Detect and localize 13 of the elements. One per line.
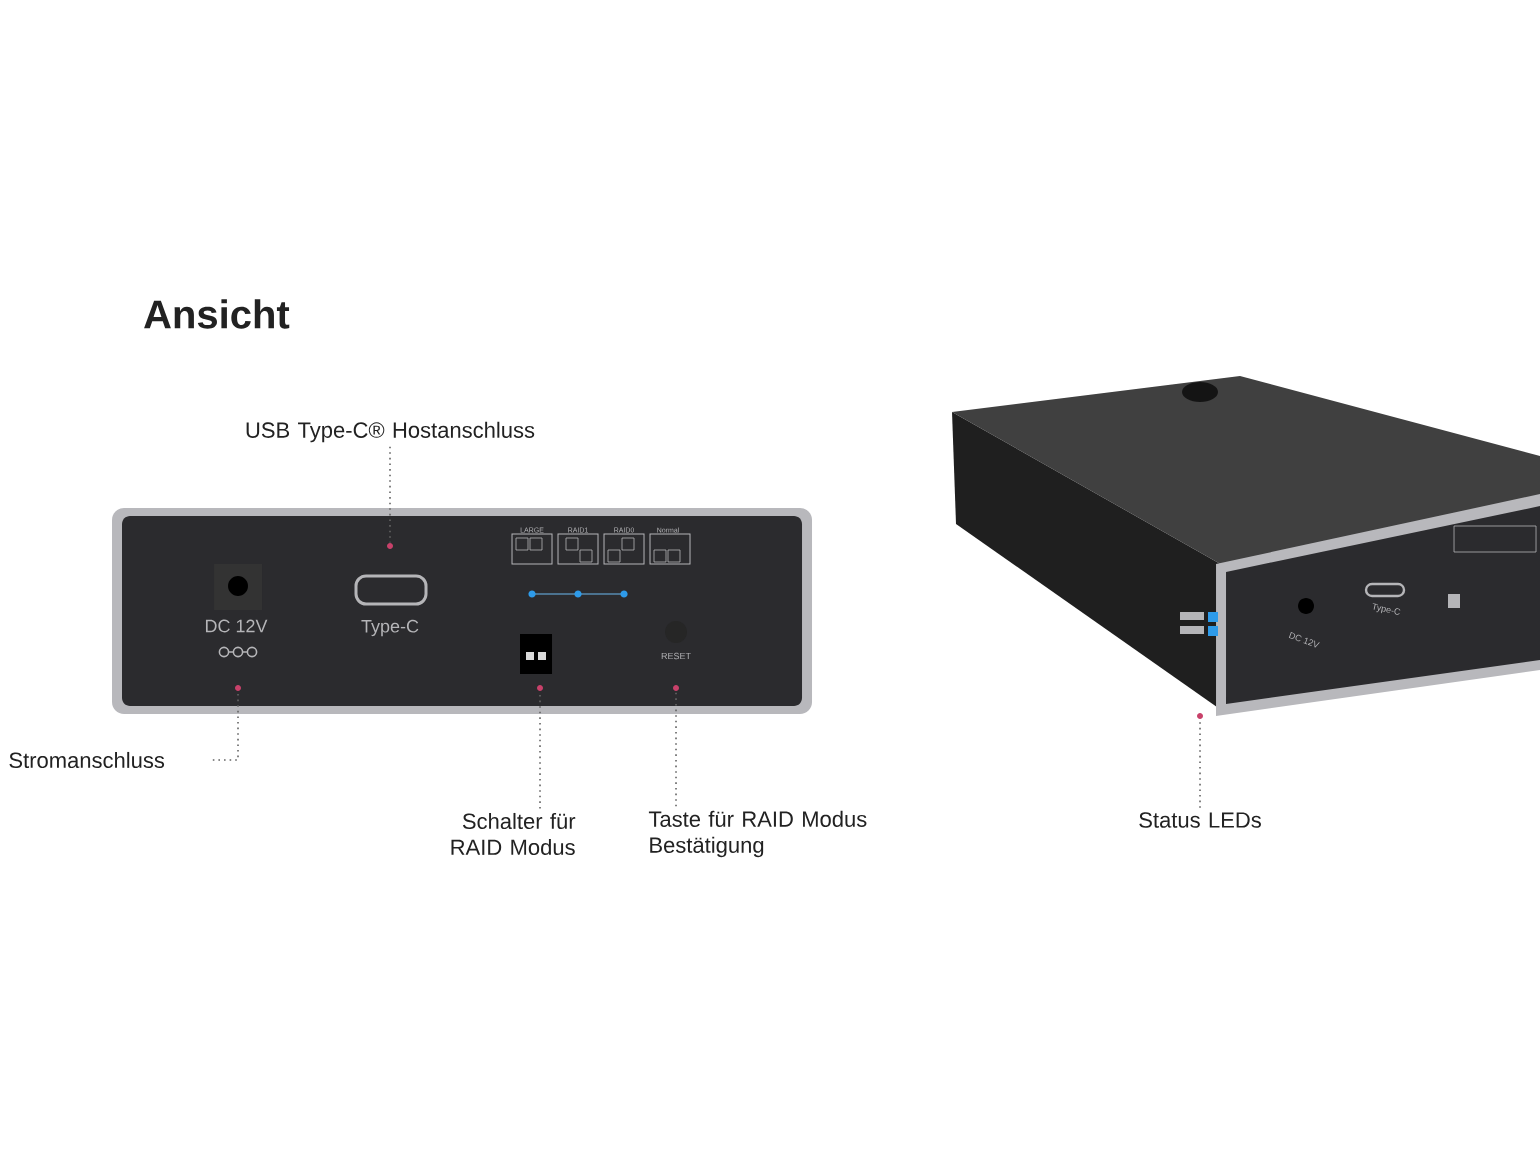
leader-line <box>539 690 541 810</box>
device-label: Type-C <box>361 619 419 637</box>
callout-text: Schalter für RAID Modus <box>451 812 576 856</box>
leader-line <box>212 690 239 761</box>
leader-line <box>1199 718 1201 809</box>
leader-line <box>675 690 677 808</box>
device-label: DC 12V <box>205 619 268 633</box>
callout-text: Stromanschluss <box>9 751 165 769</box>
leader-line <box>389 445 391 544</box>
callout-text: USB Type-C® Hostanschluss <box>246 421 535 443</box>
callout-text: Taste für RAID Modus Bestätigung <box>648 810 867 858</box>
title: Ansicht <box>144 299 290 329</box>
callout-text: Status LEDs <box>1139 812 1261 828</box>
